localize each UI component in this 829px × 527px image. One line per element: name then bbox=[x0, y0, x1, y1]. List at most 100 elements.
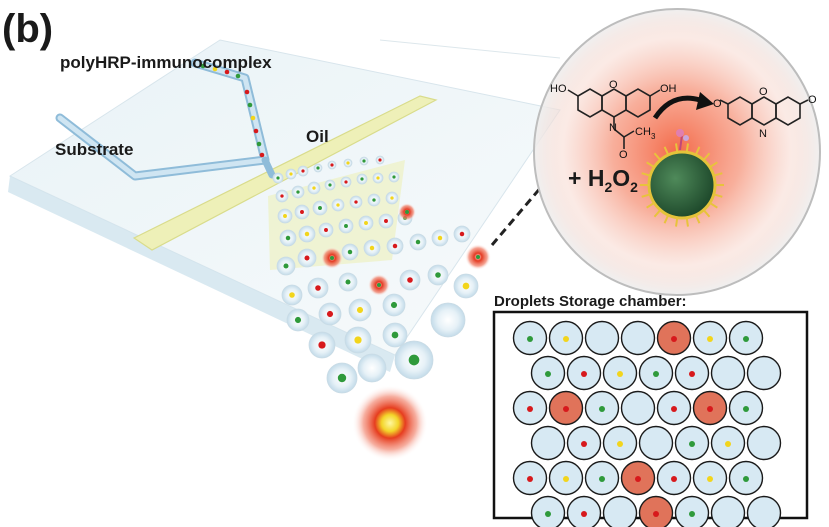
droplet-particle bbox=[345, 279, 351, 285]
droplet-particle bbox=[312, 186, 316, 190]
droplet-particle bbox=[316, 166, 320, 170]
reaction-arrow-icon bbox=[652, 92, 714, 120]
droplet-particle bbox=[296, 190, 300, 194]
chamber-droplet bbox=[746, 425, 782, 461]
chamber-particle bbox=[527, 476, 533, 482]
antibody-spike bbox=[702, 209, 711, 218]
channel-particle bbox=[256, 141, 262, 147]
chamber-particle bbox=[617, 441, 623, 447]
droplet-particle bbox=[330, 256, 334, 260]
oil-channel bbox=[132, 95, 438, 251]
generated-droplets bbox=[272, 155, 491, 394]
chamber-droplet bbox=[710, 355, 746, 391]
droplet-particle bbox=[378, 158, 382, 162]
chamber-particle bbox=[725, 441, 731, 447]
antibody-spike bbox=[653, 152, 662, 161]
chamber-droplet bbox=[530, 425, 566, 461]
chamber-particle bbox=[689, 371, 695, 377]
droplet-particle bbox=[283, 214, 287, 218]
droplet-particle bbox=[289, 172, 293, 176]
droplet-particle bbox=[304, 231, 310, 237]
svg-text:3: 3 bbox=[651, 132, 656, 141]
droplet-particle bbox=[294, 316, 302, 324]
droplet-particle bbox=[405, 210, 409, 214]
droplet-particle bbox=[344, 224, 348, 228]
antibody-spike bbox=[641, 172, 651, 177]
droplet-particle bbox=[390, 301, 398, 309]
svg-text:OH: OH bbox=[660, 83, 677, 95]
droplet-particle bbox=[330, 163, 334, 167]
resorufin-structure-icon bbox=[719, 96, 809, 126]
antibody-spike bbox=[663, 146, 670, 156]
droplet-particle bbox=[462, 282, 470, 290]
droplet-particle bbox=[376, 176, 380, 180]
svg-text:N: N bbox=[609, 122, 617, 134]
chamber-droplet-grid bbox=[512, 320, 782, 527]
droplet-particle bbox=[459, 231, 465, 237]
droplet-particle bbox=[304, 255, 310, 261]
antibody-spike bbox=[709, 161, 718, 169]
chamber-particle bbox=[599, 476, 605, 482]
droplet-particle bbox=[476, 255, 480, 259]
channel-particle bbox=[200, 63, 206, 69]
antibody-spike bbox=[675, 143, 679, 153]
chamber-particle bbox=[671, 406, 677, 412]
chamber-particle bbox=[581, 371, 587, 377]
droplet-particle bbox=[356, 306, 364, 314]
droplet-particle bbox=[344, 180, 348, 184]
droplet-particle bbox=[336, 203, 340, 207]
droplet-particle bbox=[384, 219, 388, 223]
channel-particle bbox=[250, 115, 256, 121]
droplet bbox=[357, 353, 387, 383]
antibody-spike bbox=[646, 201, 655, 209]
chamber-droplet bbox=[602, 495, 638, 527]
channel-particle bbox=[244, 89, 250, 95]
antibody-spike bbox=[685, 217, 689, 227]
chamber-particle bbox=[581, 511, 587, 517]
chamber-droplet bbox=[638, 425, 674, 461]
chamber-particle bbox=[707, 336, 713, 342]
antibody-spike bbox=[641, 193, 651, 198]
chamber-particle bbox=[743, 406, 749, 412]
droplet-particle bbox=[435, 272, 441, 278]
droplet-particle bbox=[437, 235, 443, 241]
storage-chamber bbox=[492, 310, 809, 527]
droplet bbox=[430, 302, 466, 338]
chamber-droplet bbox=[710, 495, 746, 527]
chamber-particle bbox=[689, 511, 695, 517]
svg-text:O: O bbox=[759, 86, 768, 98]
droplet-particle bbox=[362, 159, 366, 163]
antibody-spike bbox=[713, 172, 723, 177]
channel-particle bbox=[253, 128, 259, 134]
chamber-droplet bbox=[746, 355, 782, 391]
droplet-particle bbox=[377, 283, 381, 287]
substrate-label: Substrate bbox=[55, 140, 133, 159]
droplet-particle bbox=[391, 331, 399, 339]
droplet-particle bbox=[390, 196, 394, 200]
chamber-particle bbox=[545, 371, 551, 377]
chamber-droplet bbox=[620, 390, 656, 426]
chamber-particle bbox=[743, 336, 749, 342]
chamber-droplet bbox=[746, 495, 782, 527]
chamber-particle bbox=[527, 336, 533, 342]
svg-text:O: O bbox=[619, 149, 628, 161]
chamber-particle bbox=[581, 441, 587, 447]
droplet-particle bbox=[315, 285, 321, 291]
channel-particle bbox=[247, 102, 253, 108]
chamber-particle bbox=[653, 371, 659, 377]
droplet-particle bbox=[280, 194, 284, 198]
svg-text:O: O bbox=[713, 98, 722, 110]
droplet-particle bbox=[408, 354, 420, 366]
droplet-particle bbox=[364, 221, 368, 225]
complex-label: polyHRP-immunocomplex bbox=[60, 53, 272, 72]
droplet-particle bbox=[392, 175, 396, 179]
chamber-particle bbox=[563, 406, 569, 412]
chamber-particle bbox=[689, 441, 695, 447]
droplet-particle bbox=[372, 198, 376, 202]
oil-label: Oil bbox=[306, 127, 329, 146]
droplet-particle bbox=[328, 183, 332, 187]
chamber-particle bbox=[707, 476, 713, 482]
droplet-particle bbox=[300, 210, 304, 214]
reagent-label: + H2O2 bbox=[568, 165, 638, 195]
